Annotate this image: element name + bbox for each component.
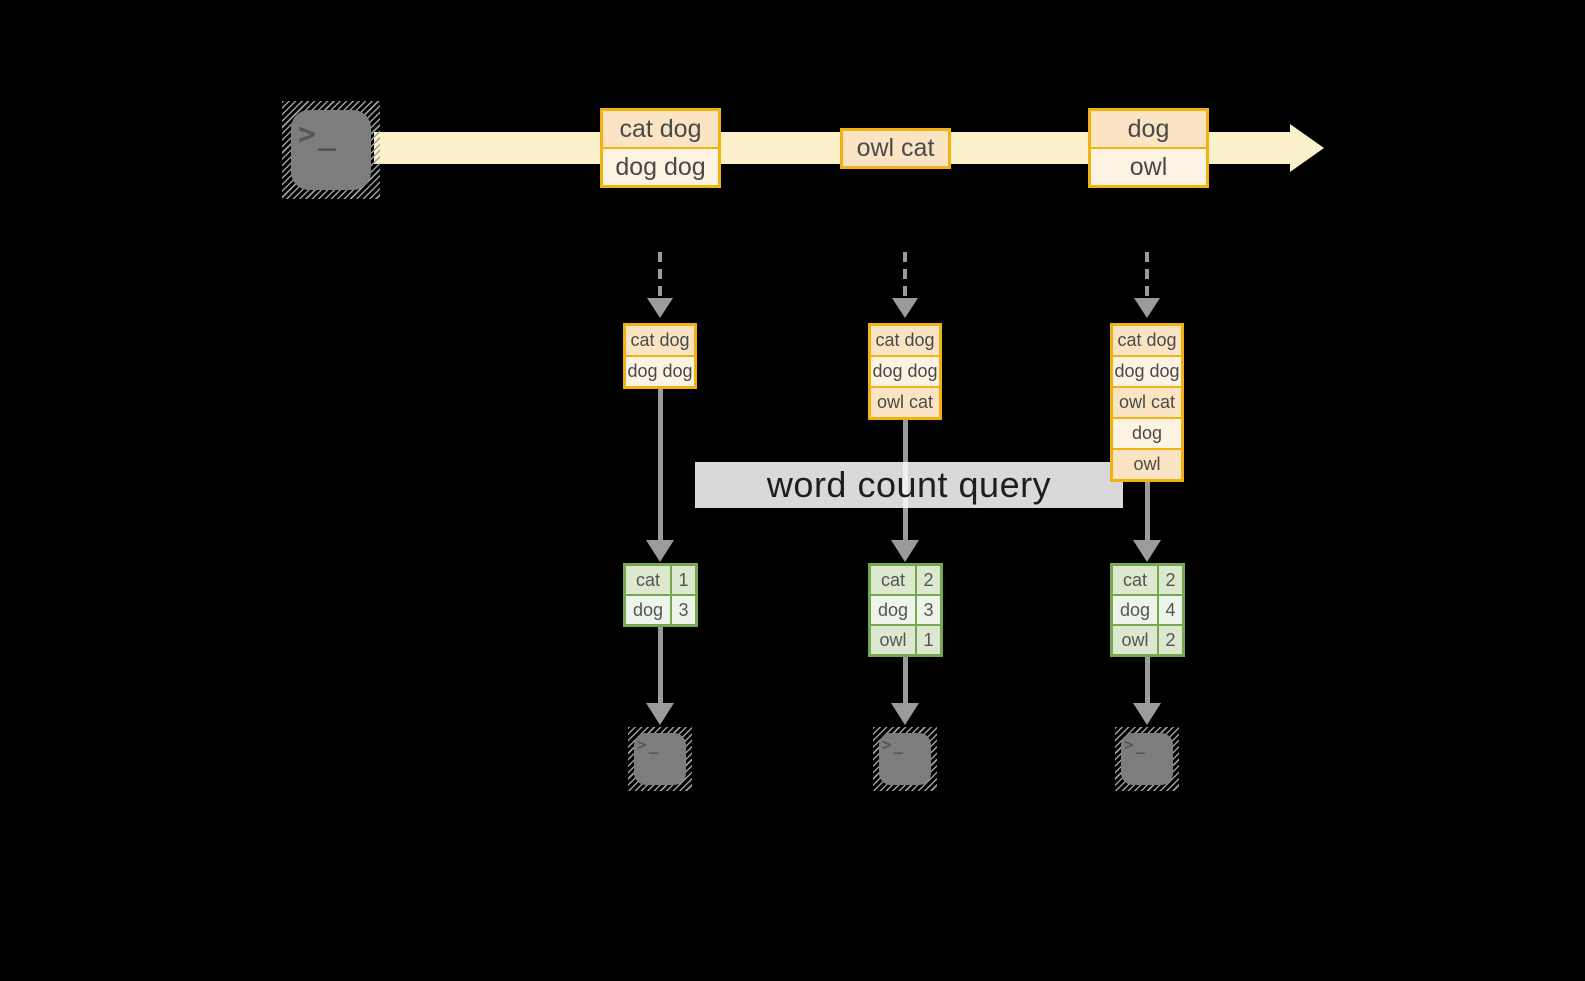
count-cell: 1 (917, 626, 940, 654)
sink-arrowhead-icon (1133, 703, 1161, 725)
terminal-screen (879, 733, 931, 785)
buffer-item: dog dog (871, 355, 939, 386)
buffer-item: owl cat (1113, 386, 1181, 417)
query-arrowhead-icon (1133, 540, 1161, 562)
buffer-item: dog dog (1113, 355, 1181, 386)
sink-arrow (658, 627, 663, 703)
ingest-arrowhead-icon (1134, 298, 1160, 318)
source-terminal-icon: >_ (282, 101, 380, 199)
terminal-screen (291, 110, 371, 190)
word-cell: cat (1113, 566, 1157, 594)
query-arrowhead-icon (891, 540, 919, 562)
sink-arrow (903, 657, 908, 703)
ingest-arrow (658, 252, 662, 298)
event-line: cat dog (603, 111, 718, 147)
query-label: word count query (695, 462, 1123, 508)
sink-terminal-icon: >_ (1115, 727, 1179, 791)
count-cell: 2 (1159, 566, 1182, 594)
count-table: cat 2 dog 4 owl 2 (1110, 563, 1185, 657)
terminal-screen (634, 733, 686, 785)
buffer-item: owl cat (871, 386, 939, 417)
query-arrow (1145, 480, 1150, 540)
buffer-item: owl (1113, 448, 1181, 479)
terminal-screen (1121, 733, 1173, 785)
terminal-prompt-icon: >_ (882, 735, 906, 754)
terminal-prompt-icon: >_ (1124, 735, 1148, 754)
stream-band-arrowhead-icon (1290, 124, 1324, 172)
count-cell: 1 (672, 566, 695, 594)
ingest-arrow (903, 252, 907, 298)
count-cell: 4 (1159, 596, 1182, 624)
buffer-item: dog dog (626, 355, 694, 386)
count-table: cat 1 dog 3 (623, 563, 698, 627)
buffer-stack: cat dog dog dog owl cat dog owl (1110, 323, 1184, 482)
buffer-item: cat dog (871, 326, 939, 355)
word-cell: cat (626, 566, 670, 594)
sink-terminal-icon: >_ (628, 727, 692, 791)
sink-arrowhead-icon (891, 703, 919, 725)
sink-arrow (1145, 657, 1150, 703)
buffer-item: dog (1113, 417, 1181, 448)
count-cell: 3 (917, 596, 940, 624)
query-arrowhead-icon (646, 540, 674, 562)
count-cell: 3 (672, 596, 695, 624)
event-line: owl (1091, 147, 1206, 185)
count-cell: 2 (1159, 626, 1182, 654)
word-cell: dog (626, 596, 670, 624)
word-cell: owl (871, 626, 915, 654)
terminal-prompt-icon: >_ (298, 117, 339, 152)
count-table: cat 2 dog 3 owl 1 (868, 563, 943, 657)
buffer-stack: cat dog dog dog (623, 323, 697, 389)
word-cell: dog (1113, 596, 1157, 624)
terminal-prompt-icon: >_ (637, 735, 661, 754)
word-cell: dog (871, 596, 915, 624)
event-line: owl cat (843, 131, 948, 166)
word-cell: cat (871, 566, 915, 594)
ingest-arrowhead-icon (892, 298, 918, 318)
event-box: dog owl (1088, 108, 1209, 188)
word-cell: owl (1113, 626, 1157, 654)
buffer-item: cat dog (1113, 326, 1181, 355)
event-box: owl cat (840, 128, 951, 169)
query-arrow (658, 387, 663, 540)
event-line: dog dog (603, 147, 718, 185)
count-cell: 2 (917, 566, 940, 594)
event-box: cat dog dog dog (600, 108, 721, 188)
ingest-arrowhead-icon (647, 298, 673, 318)
buffer-item: cat dog (626, 326, 694, 355)
event-line: dog (1091, 111, 1206, 147)
buffer-stack: cat dog dog dog owl cat (868, 323, 942, 420)
sink-terminal-icon: >_ (873, 727, 937, 791)
sink-arrowhead-icon (646, 703, 674, 725)
ingest-arrow (1145, 252, 1149, 298)
